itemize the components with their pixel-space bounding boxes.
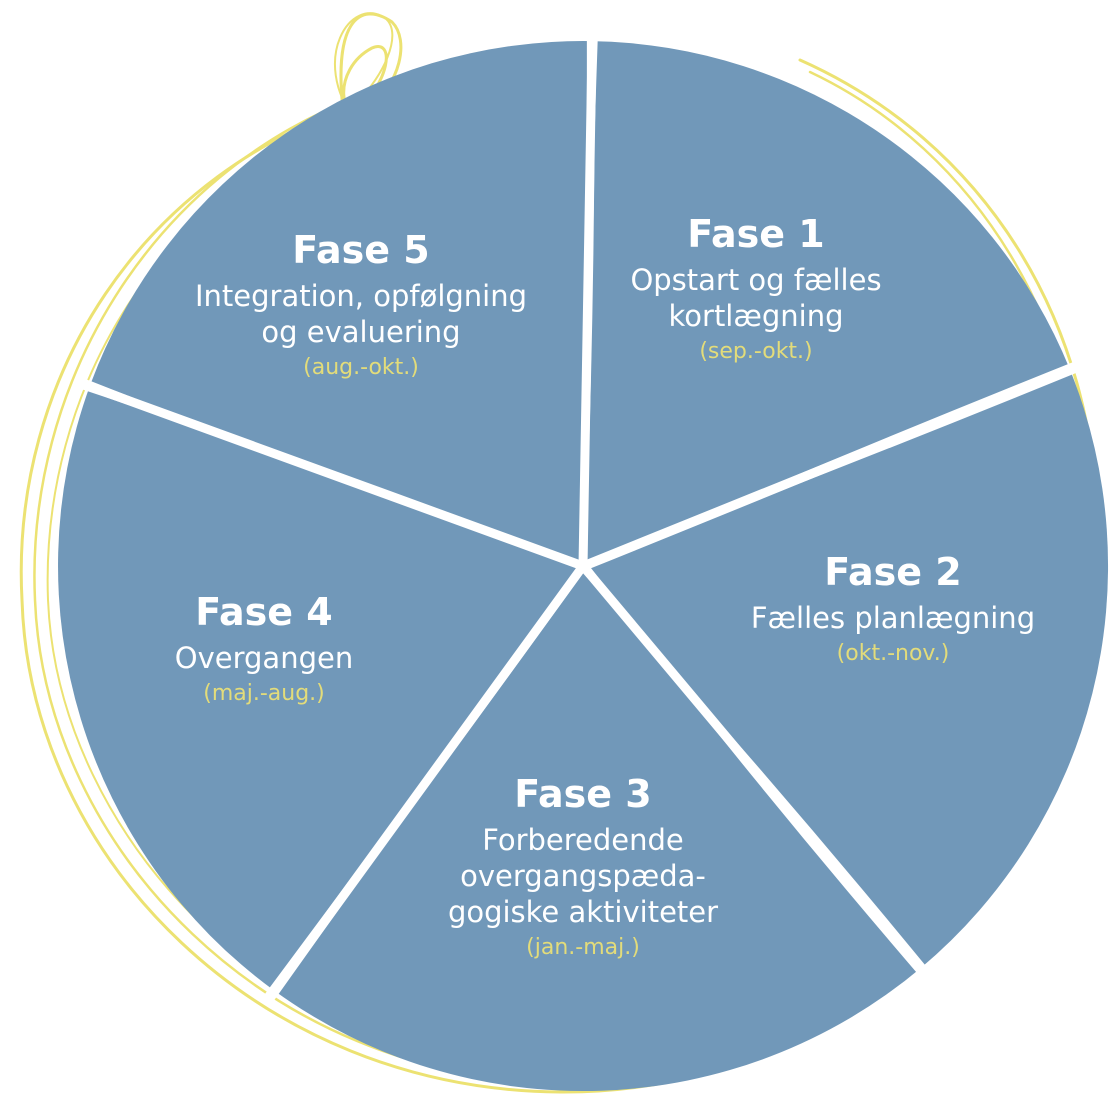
phase-2-period: (okt.-nov.) [836, 641, 950, 666]
segments [58, 41, 1109, 1092]
phase-4-label: Fase 4 Overgangen (maj.-aug.) [104, 590, 424, 710]
phase-5-period: (aug.-okt.) [303, 355, 419, 380]
phase-3-label: Fase 3 Forberedende overgangspæda- gogis… [403, 772, 763, 964]
divider-line-1-4 [583, 30, 595, 571]
divider-line-2-3 [578, 360, 1079, 570]
phase-3-description: Forberedende overgangspæda- gogiske akti… [447, 823, 719, 929]
phase-4-description: Overgangen [174, 641, 354, 675]
phase-1-period: (sep.-okt.) [699, 339, 813, 364]
phase-2-title: Fase 2 [824, 550, 962, 594]
segment-phase-2 [583, 369, 1109, 969]
divider-line-5-4 [79, 380, 585, 571]
phase-5-title: Fase 5 [292, 228, 430, 272]
divider-line-2-4 [583, 365, 1081, 571]
divider-line-3-4 [583, 569, 927, 978]
divider-line-1-3 [578, 29, 590, 570]
phase-3-period: (jan.-maj.) [526, 935, 640, 960]
segment-phase-4 [58, 386, 583, 991]
segment-phase-1 [583, 41, 1070, 567]
divider-line-4-3 [270, 566, 582, 1003]
divider-line-3-2 [584, 562, 926, 980]
phase-1-title: Fase 1 [687, 212, 825, 256]
outline-loop-1 [19, 58, 1100, 1094]
phase-4-title: Fase 4 [195, 590, 333, 634]
phase-3-title: Fase 3 [514, 772, 652, 816]
segment-phase-3 [274, 566, 921, 1092]
divider-line-4-4 [266, 569, 585, 999]
dividers [75, 26, 1084, 1004]
phase-4-period: (maj.-aug.) [203, 681, 325, 706]
phase-2-description: Fælles planlægning [750, 601, 1036, 635]
phase-1-description: Opstart og fælles kortlægning [630, 263, 882, 333]
phase-2-label: Fase 2 Fælles planlægning (okt.-nov.) [713, 550, 1073, 670]
segment-phase-5 [89, 41, 593, 567]
phase-1-label: Fase 1 Opstart og fælles kortlægning (se… [576, 212, 936, 368]
phase-5-label: Fase 5 Integration, opfølgning og evalue… [151, 228, 571, 384]
phase-5-description: Integration, opfølgning og evaluering [194, 279, 528, 349]
outline-curl-2 [334, 12, 394, 121]
